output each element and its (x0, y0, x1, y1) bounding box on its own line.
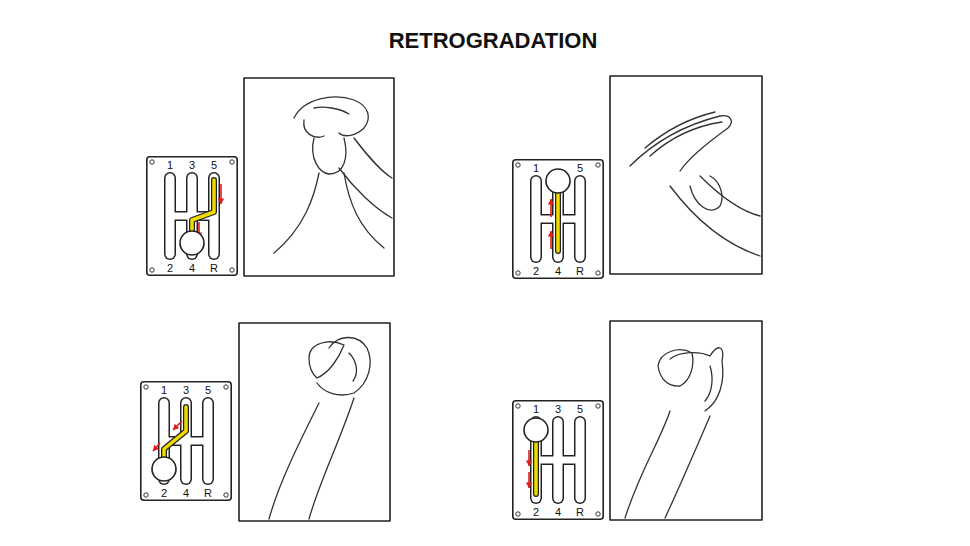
gear-plate: 1 5 2 4 R (512, 159, 604, 279)
screw (144, 493, 148, 497)
gear-number: 2 (533, 266, 539, 277)
screw (596, 512, 600, 516)
red-arrow-head (218, 198, 224, 204)
gear-number: 2 (533, 507, 539, 518)
title: RETROGRADATION (8, 28, 970, 54)
screw (516, 271, 520, 275)
gear-number: 2 (167, 263, 173, 274)
screw (516, 404, 520, 408)
screw (224, 385, 228, 389)
screw (150, 160, 154, 164)
gear-number: 1 (167, 160, 173, 171)
gear-number: 1 (533, 404, 539, 415)
screw (596, 271, 600, 275)
gear-number: 5 (577, 404, 583, 415)
gear-number: 4 (189, 263, 195, 274)
screw (230, 160, 234, 164)
gear-number: 3 (555, 404, 561, 415)
hand-panel (244, 78, 394, 276)
screw (224, 493, 228, 497)
gear-knob (524, 418, 548, 442)
screw (596, 404, 600, 408)
gear-number: 5 (577, 163, 583, 174)
red-arrow-head (548, 199, 554, 205)
gear-number: 2 (161, 488, 167, 499)
plate-outline (141, 382, 231, 500)
hand-panel (610, 76, 762, 274)
red-arrow-line (173, 421, 182, 430)
gear-slot (536, 457, 581, 464)
red-arrow-head (173, 424, 179, 430)
gear-pattern (512, 159, 604, 279)
plate-outline (513, 401, 603, 519)
gear-number: 5 (211, 160, 217, 171)
gear-number: 4 (555, 507, 561, 518)
gear-number: 5 (205, 385, 211, 396)
gear-number: R (576, 507, 584, 518)
gear-number: 3 (183, 385, 189, 396)
gear-number: R (576, 266, 584, 277)
gear-knob (180, 231, 204, 255)
screw (230, 268, 234, 272)
screw (516, 512, 520, 516)
red-arrow-head (526, 460, 532, 466)
gear-number: R (210, 263, 218, 274)
red-arrow-head (153, 445, 159, 451)
plate-outline (147, 157, 237, 275)
gear-number: 4 (555, 266, 561, 277)
hand-panel (610, 321, 762, 520)
gear-number: 4 (183, 488, 189, 499)
screw (144, 385, 148, 389)
gear-plate: 1 3 5 2 4 R (512, 400, 604, 520)
screw (596, 163, 600, 167)
gear-number: 1 (161, 385, 167, 396)
gear-number: 3 (189, 160, 195, 171)
screw (516, 163, 520, 167)
gear-number: R (204, 488, 212, 499)
gear-plate: 1 3 5 2 4 R (140, 381, 232, 501)
gear-slot (534, 455, 582, 465)
gear-knob (546, 169, 570, 193)
red-arrow-head (548, 231, 554, 237)
screw (150, 268, 154, 272)
gear-pattern (146, 156, 238, 276)
hand-panel (239, 323, 390, 521)
gear-pattern (512, 400, 604, 520)
plate-outline (513, 160, 603, 278)
gear-number: 1 (533, 163, 539, 174)
gear-pattern (140, 381, 232, 501)
gear-knob (152, 457, 176, 481)
red-arrow-line (153, 443, 160, 451)
gear-plate: 1 3 5 2 4 R (146, 156, 238, 276)
red-arrow-head (526, 482, 532, 488)
